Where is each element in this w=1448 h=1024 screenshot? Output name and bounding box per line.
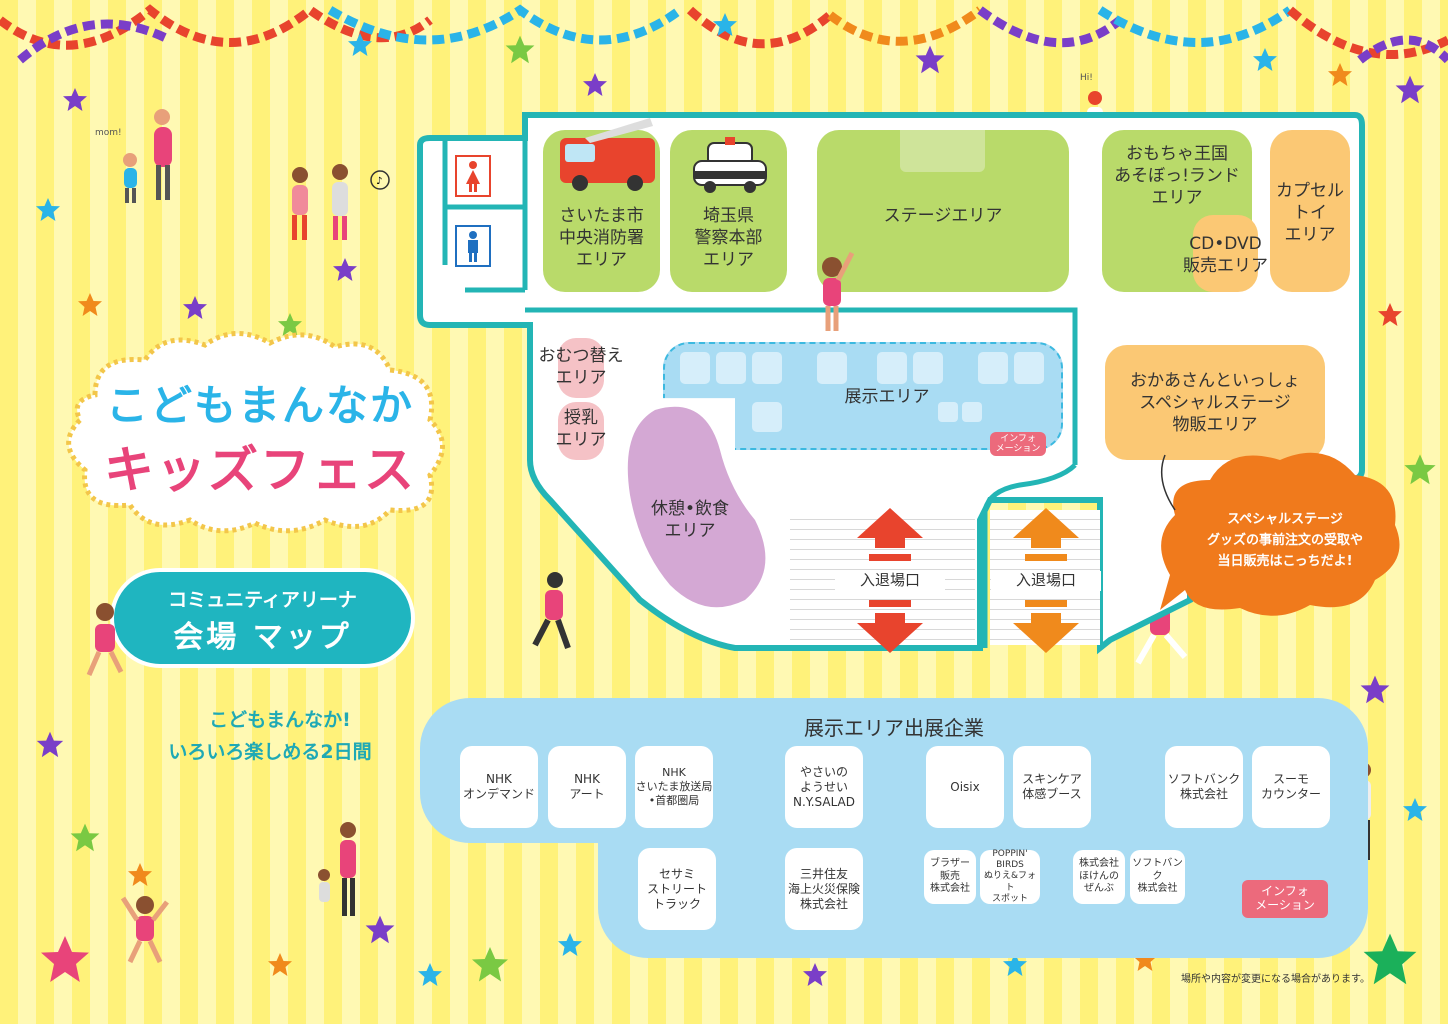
diaper-label: おむつ替え エリア — [538, 346, 624, 389]
diaper-area — [558, 338, 604, 398]
exhibit-booth-block — [817, 352, 847, 384]
stage-platform — [900, 130, 985, 172]
hi-speech: Hi! — [1080, 73, 1093, 83]
exhibit-booth-block — [752, 402, 782, 432]
nursing-label: 授乳 エリア — [555, 408, 607, 451]
walking-kids-figure: ♪ — [292, 164, 390, 240]
title-line2: キッズフェス — [104, 441, 416, 499]
entrance-2-arrows — [1013, 508, 1079, 653]
exhibit-booth-block — [962, 402, 982, 422]
booth-softbank-2: ソフトバンク 株式会社 — [1130, 850, 1185, 904]
entrance-1-arrows — [857, 508, 923, 653]
callout-text: スペシャルステージ グッズの事前注文の受取や 当日販売はこっちだよ! — [1206, 512, 1363, 569]
cd-dvd-label: CD•DVD 販売エリア — [1183, 234, 1268, 277]
cd-dvd-area — [1193, 215, 1258, 292]
booth-oisix: Oisix — [926, 746, 1004, 828]
tagline-2: いろいろ楽しめる2日間 — [168, 741, 372, 763]
booth-mitsui-sumitomo: 三井住友 海上火災保険 株式会社 — [785, 848, 863, 930]
exhibit-booth-block — [680, 352, 710, 384]
booth-softbank: ソフトバンク 株式会社 — [1165, 746, 1243, 828]
exhibit-booth-block — [1014, 352, 1044, 384]
cheering-girl-figure — [822, 251, 855, 331]
exhibitor-title: 展示エリア出展企業 — [804, 716, 984, 740]
jumping-child-figure — [120, 896, 169, 964]
male-restroom-icon — [455, 225, 491, 267]
fire-department-label: さいたま市 中央消防署 エリア — [559, 206, 644, 271]
booth-nhk-ondemand: NHK オンデマンド — [460, 746, 538, 828]
booth-nhk-saitama: NHK さいたま放送局 •首都圏局 — [635, 746, 713, 828]
venue-subtitle: 会場 マップ — [173, 620, 352, 655]
nursing-area — [558, 402, 604, 460]
fire-truck-icon — [560, 118, 655, 191]
mother-child-figure — [123, 109, 172, 203]
info-booth: インフォ メーション — [1242, 880, 1328, 918]
venue-badge — [110, 568, 415, 668]
female-restroom-icon — [455, 155, 491, 197]
mom-speech: mom! — [95, 128, 122, 138]
stage-label: ステージエリア — [883, 206, 1003, 226]
booth-skincare: スキンケア 体感ブース — [1013, 746, 1091, 828]
title-cloud — [66, 331, 445, 534]
footnote: 場所や内容が変更になる場合があります。 — [1181, 974, 1370, 985]
police-car-icon — [693, 137, 767, 193]
booth-suumo: スーモ カウンター — [1252, 746, 1330, 828]
tagline-1: こどもまんなか! — [209, 709, 351, 731]
capsule-toy-label: カプセル トイ エリア — [1276, 181, 1344, 246]
title-line1: こどもまんなか — [105, 381, 414, 430]
exhibit-label: 展示エリア — [844, 387, 930, 407]
exhibit-booth-block — [877, 352, 907, 384]
toy-kingdom-label: おもちゃ王国 あそぼっ!ランド エリア — [1114, 144, 1240, 209]
venue-name: コミュニティアリーナ — [168, 589, 357, 611]
rest-dining-area — [627, 406, 766, 608]
father-child-figure — [318, 822, 356, 916]
police-label: 埼玉県 警察本部 エリア — [694, 206, 763, 271]
exhibit-booth-block — [716, 352, 746, 384]
booth-nhk-art: NHK アート — [548, 746, 626, 828]
exhibit-booth-block — [938, 402, 958, 422]
booth-brother: ブラザー 販売 株式会社 — [924, 850, 976, 904]
entrance-1-label: 入退場口 — [835, 571, 945, 591]
exhibit-booth-block — [752, 352, 782, 384]
booth-sesame-street: セサミ ストリート トラック — [638, 848, 716, 930]
exhibit-booth-block — [913, 352, 943, 384]
entrance-2-label: 入退場口 — [991, 571, 1101, 591]
booth-poppin-birds: POPPIN' BIRDS ぬりえ&フォト スポット — [980, 849, 1040, 904]
capsule-toy-area — [1270, 130, 1350, 292]
mother-special-label: おかあさんといっしょ スペシャルステージ 物販エリア — [1130, 371, 1300, 436]
exhibit-booth-block — [978, 352, 1008, 384]
booth-hoken-no-zenbu: 株式会社 ほけんの ぜんぶ — [1073, 850, 1125, 904]
info-booth-small: インフォ メーション — [990, 432, 1046, 456]
booth-yasai-no-yousei: やさいの ようせい N.Y.SALAD — [785, 746, 863, 828]
running-woman-figure — [532, 572, 571, 650]
garland-decoration — [0, 4, 1448, 64]
mother-special-area — [1105, 345, 1325, 460]
svg-text:♪: ♪ — [376, 176, 382, 187]
callout-bubble — [1160, 452, 1400, 616]
rest-dining-label: 休憩•飲食 エリア — [650, 499, 730, 542]
running-child-figure — [86, 603, 124, 676]
